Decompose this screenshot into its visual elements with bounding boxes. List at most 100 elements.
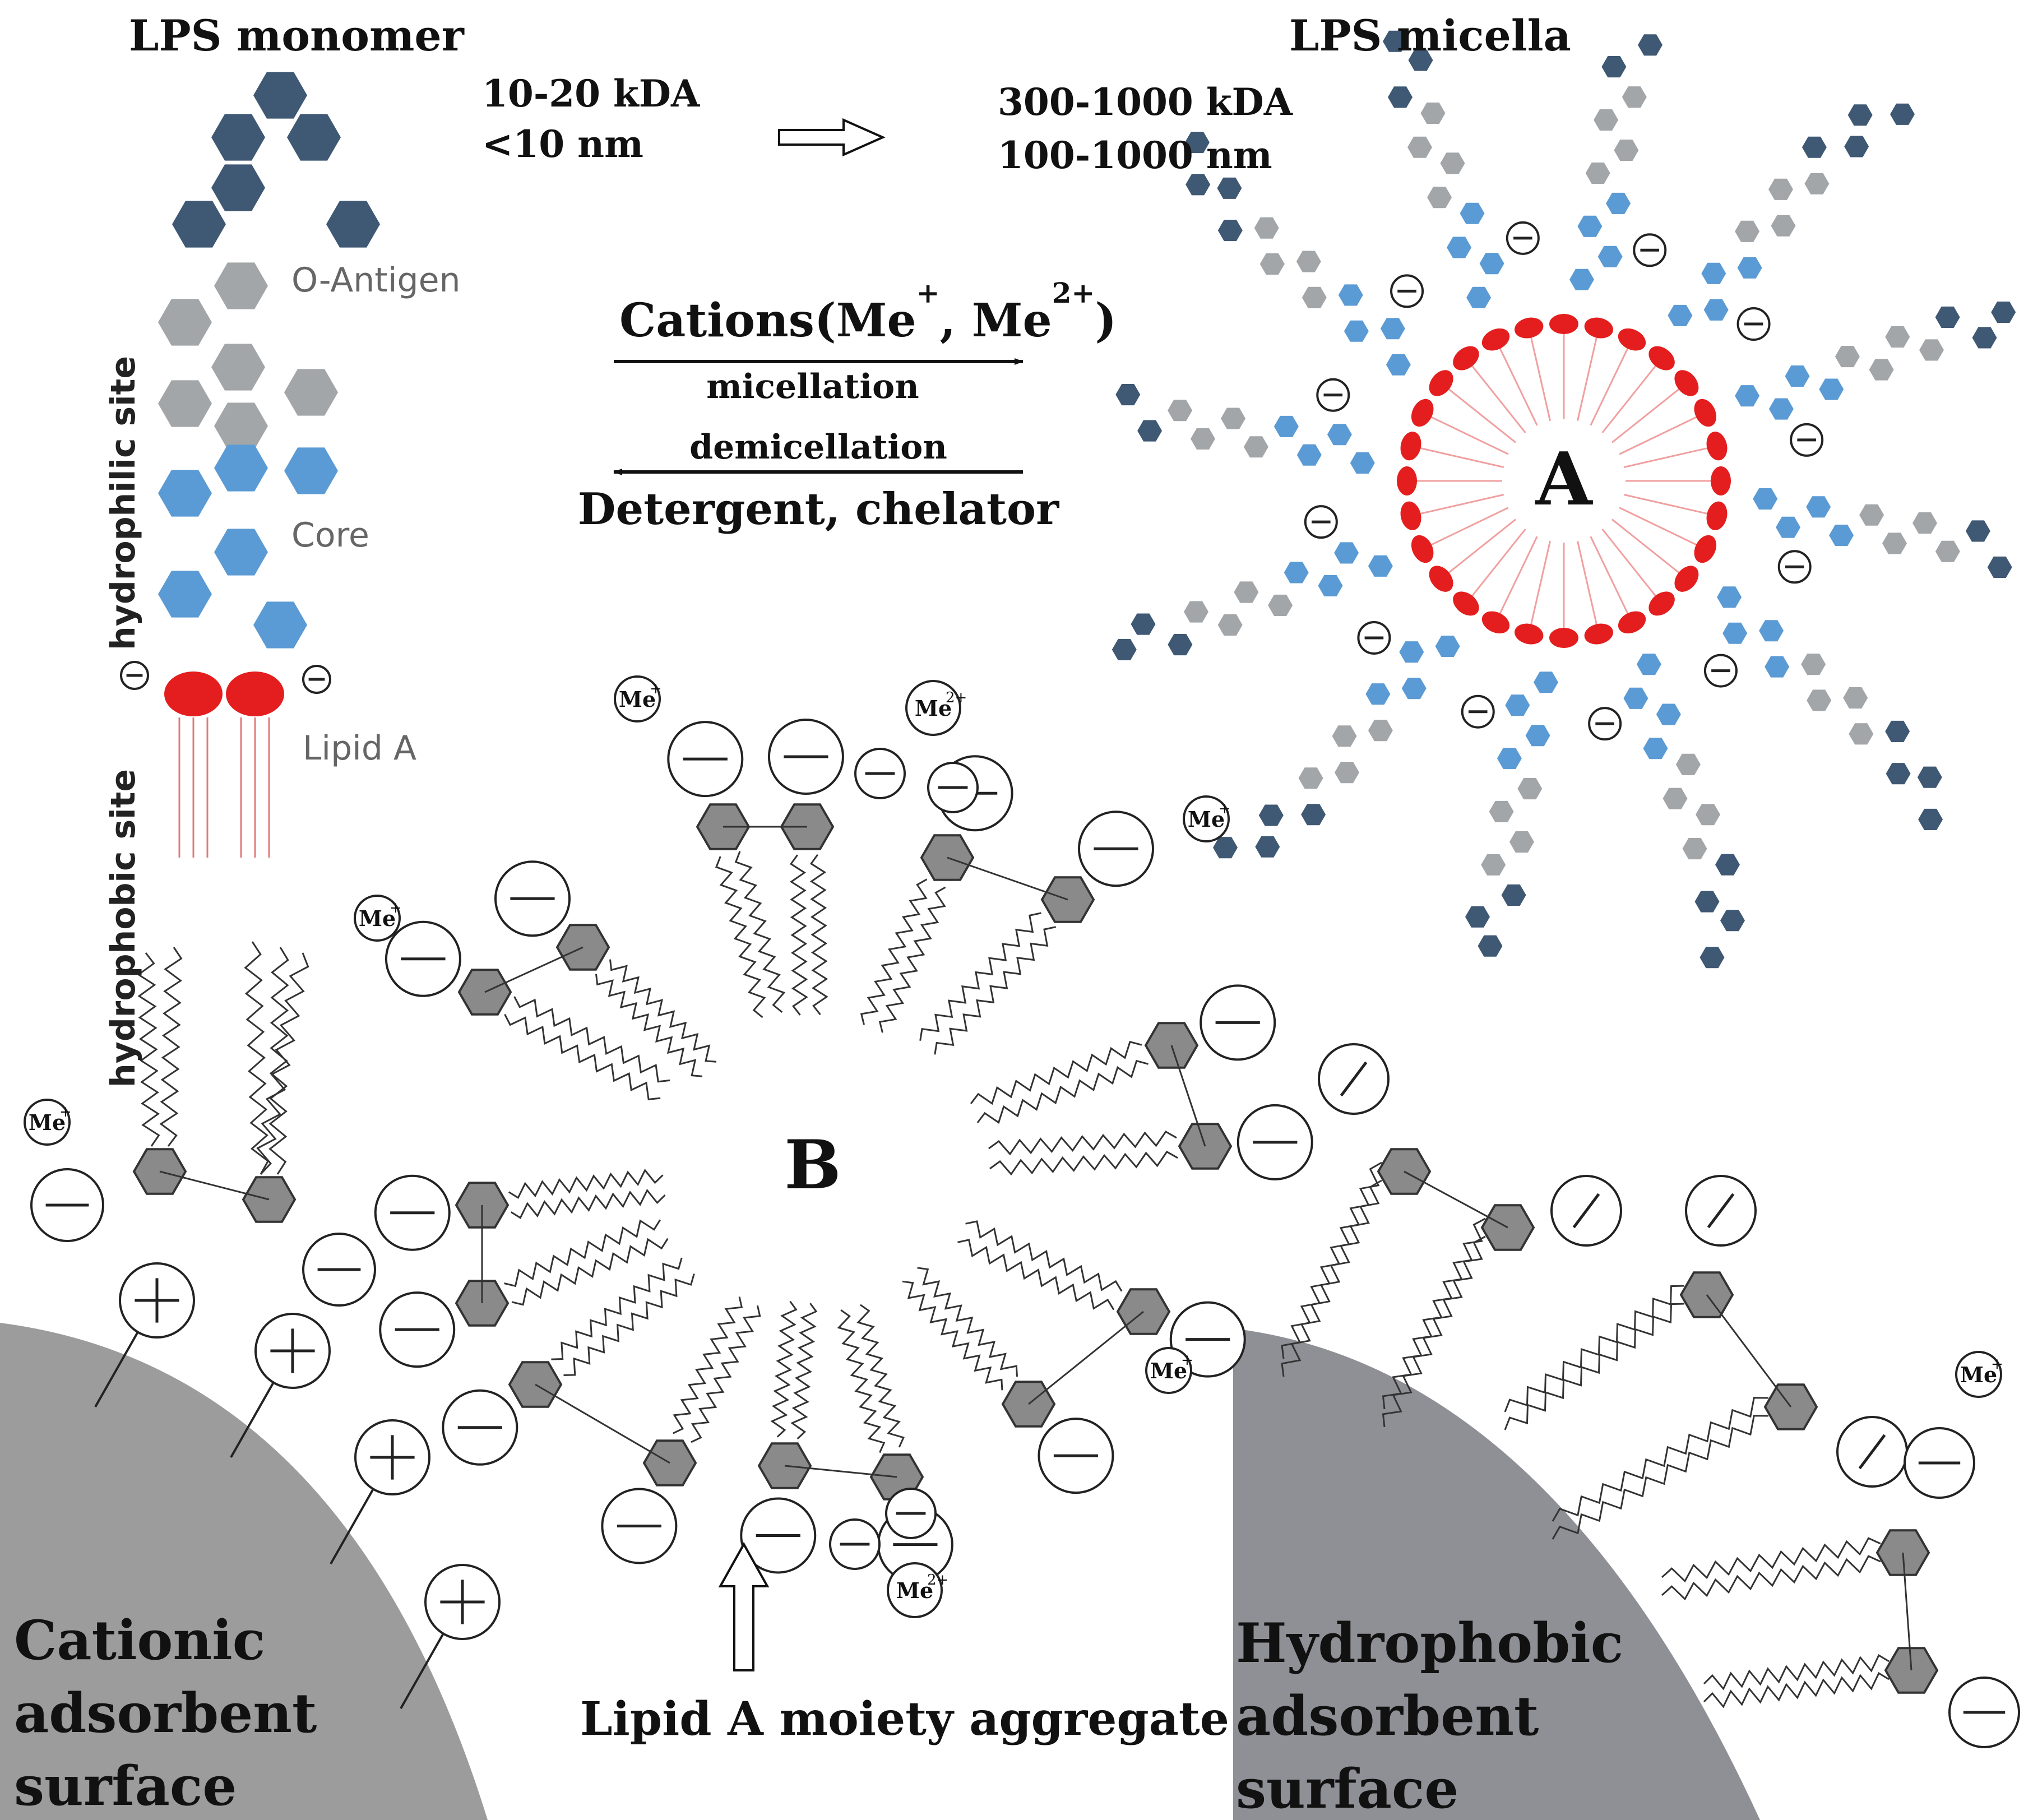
surface-bound-chain xyxy=(159,947,183,1147)
micelle-lipid-head xyxy=(1411,535,1434,563)
aggregate-negative-charge xyxy=(1237,1104,1313,1180)
lps-monomer-drawing xyxy=(120,72,380,858)
hydrophobic-site-label: hydrophobic site xyxy=(104,769,143,1087)
micelle-sugar xyxy=(1694,891,1720,913)
micelle-lipid-tail xyxy=(1619,412,1706,455)
aggregate-chain xyxy=(510,1188,666,1219)
cation-me-2: Me xyxy=(972,294,1052,348)
micelle-lipid-tail xyxy=(1590,536,1633,623)
aggregate-chain xyxy=(789,854,808,1016)
micelle-sugar xyxy=(1991,302,2016,323)
minus-sign xyxy=(1340,1061,1368,1097)
cation-circle xyxy=(614,675,661,723)
aggregate-negative-charge xyxy=(885,1488,937,1539)
micelle-sugar xyxy=(1383,30,1407,52)
micelle-sugar xyxy=(1885,326,1910,348)
micelle-sugar xyxy=(1807,689,1832,711)
surface-bound-chain xyxy=(137,952,160,1147)
micelle-sugar xyxy=(1255,836,1280,858)
cation-symbol: Me xyxy=(359,906,396,931)
micelle-sugar xyxy=(1735,385,1760,407)
lipid-a-head xyxy=(226,671,284,716)
aggregate-chain xyxy=(934,926,1057,1055)
core-sugar xyxy=(253,601,307,649)
core-sugar xyxy=(214,444,268,492)
micelle-sugar xyxy=(1614,140,1639,161)
micelle-sugar xyxy=(1296,444,1322,466)
micelle-sugar xyxy=(1284,562,1309,583)
micelle-sugar xyxy=(1844,136,1869,158)
micelle-sugar xyxy=(1386,354,1411,376)
micelle-sugar xyxy=(1722,622,1748,644)
micelle-sugar xyxy=(1334,542,1359,564)
aggregate-chain xyxy=(715,856,766,1018)
micelle-sugar xyxy=(1638,34,1662,56)
hydrophobic-bound-chain xyxy=(1703,1654,1890,1691)
cation-charge: 2+ xyxy=(946,689,967,706)
micelle-lipid-head xyxy=(1515,623,1544,645)
micelle-mass: 300-1000 kDA xyxy=(998,80,1293,124)
micelle-sugar xyxy=(1388,86,1413,108)
micelle-sugar xyxy=(1597,246,1623,267)
micelle-lipid-tail xyxy=(1623,445,1717,468)
micelle-sugar xyxy=(1301,804,1326,826)
o-antigen-sugar xyxy=(287,114,341,161)
cation-me-plus: Me+ xyxy=(1183,795,1231,842)
micelle-lipid-head xyxy=(1674,566,1699,592)
surface-bound-negative-charge xyxy=(1836,1416,1908,1488)
cation-charge: + xyxy=(1181,1352,1193,1369)
aggregate-chain xyxy=(989,1150,1178,1176)
micelle-sugar xyxy=(1350,452,1375,474)
micelle-negative-charge xyxy=(1390,274,1424,308)
micelle-sugar xyxy=(1696,804,1720,826)
hydrophobic-bound-chain xyxy=(1504,1285,1685,1413)
micelle-sugar xyxy=(1217,220,1243,242)
cation-charge: + xyxy=(650,680,662,697)
o-antigen-sugar xyxy=(214,262,268,309)
cation-me-plus: Me+ xyxy=(614,675,662,723)
sugar-link xyxy=(1170,1045,1206,1147)
micelle-sugar xyxy=(1577,215,1603,237)
micelle-sugar xyxy=(1682,838,1707,860)
cation-circle xyxy=(354,895,401,942)
cationic-surface-positive-charge xyxy=(119,1262,195,1339)
cation-me: Me xyxy=(836,294,916,348)
micelle-sugar xyxy=(1489,800,1514,822)
micelle-negative-charge xyxy=(1736,307,1771,341)
micelle-lipid-head xyxy=(1618,611,1646,634)
micelle-sugar xyxy=(1885,720,1910,742)
hydrophobic-bound-chain xyxy=(1281,1161,1382,1359)
micelle-lipid-tail xyxy=(1611,518,1687,580)
cation-charge: + xyxy=(1991,1356,2003,1373)
o-antigen-sugar xyxy=(326,201,380,248)
micelle-sugar xyxy=(1636,654,1661,675)
micelle-sugar xyxy=(1935,306,1960,328)
micelle-sugar xyxy=(1258,804,1284,826)
positive-charge-tether xyxy=(230,1383,274,1458)
sugar-link xyxy=(784,1465,897,1478)
micelle-sugar xyxy=(1478,935,1503,957)
micelle-sugar xyxy=(1399,641,1424,663)
micelle-label-a: A xyxy=(1535,436,1594,522)
micelle-sugar xyxy=(1427,187,1452,209)
micelle-lipid-head xyxy=(1481,328,1510,351)
micelle-sugar xyxy=(1720,910,1745,932)
aggregate-negative-charge xyxy=(767,719,844,795)
aggregate-chain xyxy=(511,1238,669,1306)
micelle-negative-charge xyxy=(1790,423,1824,457)
micelle-sugar xyxy=(1849,723,1874,745)
aggregate-negative-charge xyxy=(442,1389,518,1466)
micelle-sugar xyxy=(1656,703,1681,725)
cation-circle xyxy=(24,1099,71,1146)
surface-bound-negative-charge xyxy=(1948,1677,2020,1748)
aggregate-negative-charge xyxy=(667,721,744,798)
aggregate-chain xyxy=(508,1169,664,1200)
demicellation-label: demicellation xyxy=(689,428,947,467)
aggregate-chain xyxy=(551,1257,683,1360)
hydrophobic-bound-chain xyxy=(1552,1415,1769,1540)
cation-circle xyxy=(905,680,961,736)
micelle-sugar xyxy=(1804,173,1830,194)
cation-symbol: Me xyxy=(915,696,952,721)
micelle-size: 100-1000 nm xyxy=(998,133,1272,177)
surface-bound-negative-charge xyxy=(1550,1175,1622,1247)
